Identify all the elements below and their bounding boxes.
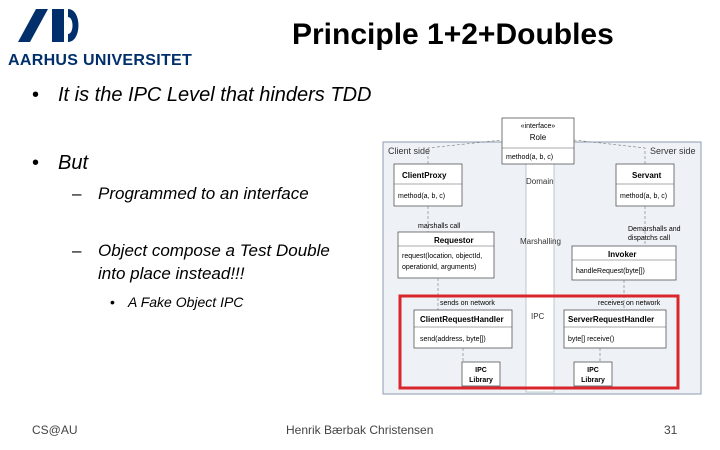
role-interface-box bbox=[501, 117, 575, 165]
client-ipc-library-label-2: Library bbox=[469, 377, 493, 384]
server-ipc-library-label-2: Library bbox=[581, 377, 605, 384]
client-ipc-library-box bbox=[461, 361, 501, 387]
footer-author: Henrik Bærbak Christensen bbox=[286, 423, 434, 437]
bullet-but: •But bbox=[32, 152, 89, 174]
demarshalls-label-2: dispatchs call bbox=[628, 235, 670, 242]
servant-method: method(a, b, c) bbox=[620, 193, 667, 200]
university-name: AARHUS UNIVERSITET bbox=[8, 52, 193, 69]
invoker-name: Invoker bbox=[608, 250, 636, 259]
client-proxy-name: ClientProxy bbox=[402, 171, 447, 180]
ipc-highlight-frame bbox=[398, 294, 680, 390]
aarhus-logo-icon bbox=[18, 9, 79, 42]
bullet-text: into place instead!!! bbox=[98, 264, 245, 283]
bullet-text: Object compose a Test Double bbox=[98, 241, 330, 260]
client-side-label: Client side bbox=[388, 146, 430, 156]
broker-architecture-diagram: Client side Server side Domain Marshalli… bbox=[378, 112, 708, 396]
invoker-box bbox=[571, 245, 677, 281]
bullet-text: A Fake Object IPC bbox=[128, 294, 244, 310]
server-side-label: Server side bbox=[650, 146, 696, 156]
role-name: Role bbox=[530, 133, 547, 142]
bullet-ipc-level: •It is the IPC Level that hinders TDD bbox=[32, 84, 372, 106]
requestor-name: Requestor bbox=[434, 236, 474, 245]
marshalling-label: Marshalling bbox=[520, 237, 561, 246]
role-method: method(a, b, c) bbox=[506, 154, 553, 161]
server-request-handler-box bbox=[563, 309, 667, 349]
client-request-handler-method: send(address, byte[]) bbox=[420, 336, 486, 343]
client-request-handler-box bbox=[413, 309, 513, 349]
server-ipc-library-box bbox=[573, 361, 613, 387]
bullet-text: It is the IPC Level that hinders TDD bbox=[58, 84, 372, 106]
client-request-handler-name: ClientRequestHandler bbox=[420, 315, 504, 324]
requestor-method-1: request(location, objectId, bbox=[402, 253, 482, 260]
demarshalls-label-1: Demarshalls and bbox=[628, 226, 681, 233]
requestor-box bbox=[397, 231, 495, 279]
role-stereotype: «interface» bbox=[521, 123, 556, 130]
servant-name: Servant bbox=[632, 171, 662, 180]
page-number: 31 bbox=[664, 423, 678, 437]
receives-on-network-label: receives on network bbox=[598, 300, 661, 307]
client-proxy-method: method(a, b, c) bbox=[398, 193, 445, 200]
server-request-handler-method: byte[] receive() bbox=[568, 336, 614, 343]
university-logo: AARHUS UNIVERSITET bbox=[8, 6, 192, 76]
bullet-text: But bbox=[58, 152, 89, 174]
requestor-method-2: operationId, arguments) bbox=[402, 264, 476, 271]
bullet-text: Programmed to an interface bbox=[98, 184, 309, 203]
client-ipc-library-label: IPC bbox=[475, 367, 487, 374]
server-ipc-library-label: IPC bbox=[587, 367, 599, 374]
ipc-label: IPC bbox=[531, 312, 545, 321]
sends-on-network-label: sends on network bbox=[440, 300, 495, 307]
center-column bbox=[525, 159, 555, 393]
invoker-method: handleRequest(byte[]) bbox=[576, 268, 645, 275]
marshalls-call-label: marshalls call bbox=[418, 223, 461, 230]
subbullet-test-double-cont: into place instead!!! bbox=[98, 264, 244, 284]
subsubbullet-fake-ipc: •A Fake Object IPC bbox=[110, 294, 244, 310]
client-proxy-box bbox=[393, 163, 463, 207]
servant-box bbox=[615, 163, 675, 207]
server-request-handler-name: ServerRequestHandler bbox=[568, 315, 654, 324]
domain-label: Domain bbox=[526, 177, 554, 186]
subbullet-test-double: –Object compose a Test Double bbox=[72, 241, 330, 260]
slide-title: Principle 1+2+Doubles bbox=[292, 18, 614, 51]
subbullet-interface: –Programmed to an interface bbox=[72, 184, 309, 203]
footer-left: CS@AU bbox=[32, 423, 78, 437]
